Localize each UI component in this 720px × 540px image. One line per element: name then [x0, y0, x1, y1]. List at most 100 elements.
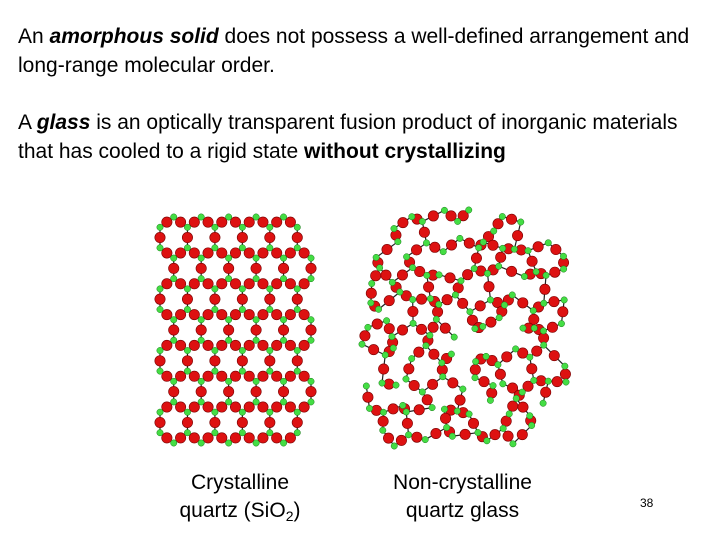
silicon-atom: [392, 381, 400, 389]
lead-word: A: [18, 111, 37, 134]
silicon-atom: [156, 285, 164, 293]
silicon-atom: [443, 424, 451, 431]
silicon-atom: [383, 317, 391, 325]
oxygen-atom: [216, 432, 228, 444]
silicon-atom: [532, 268, 540, 276]
silicon-atom: [184, 408, 191, 416]
oxygen-atom: [383, 295, 395, 307]
silicon-atom: [293, 367, 301, 375]
oxygen-atom: [284, 339, 296, 351]
silicon-atom: [368, 280, 376, 287]
oxygen-atom: [452, 282, 464, 294]
silicon-atom: [479, 238, 487, 246]
oxygen-atom: [506, 265, 518, 277]
oxygen-atom: [161, 401, 173, 413]
silicon-atom: [483, 437, 491, 445]
silicon-atom: [524, 247, 532, 255]
oxygen-atom: [175, 339, 187, 351]
oxygen-atom: [161, 216, 173, 228]
silicon-atom: [428, 404, 436, 412]
oxygen-atom: [175, 401, 187, 413]
oxygen-atom: [540, 386, 552, 398]
silicon-atom: [376, 264, 384, 272]
oxygen-atom: [271, 339, 283, 351]
oxygen-atom: [483, 281, 495, 293]
silicon-atom: [447, 350, 455, 358]
silicon-atom: [540, 299, 548, 307]
oxygen-atom: [463, 237, 475, 249]
oxygen-atom: [416, 293, 428, 305]
oxygen-atom: [257, 309, 269, 321]
oxygen-atom: [517, 401, 529, 413]
oxygen-atom: [528, 313, 540, 325]
silicon-atom: [156, 367, 164, 375]
silicon-atom: [197, 398, 205, 406]
silicon-atom: [252, 398, 260, 406]
oxygen-atom: [175, 278, 187, 290]
silicon-atom: [170, 377, 178, 385]
glass-definition: A glass is an optically transparent fusi…: [18, 108, 708, 166]
silicon-atom: [472, 358, 480, 366]
silicon-atom: [280, 275, 287, 283]
formula-subscript: 2: [285, 508, 294, 524]
oxygen-atom: [474, 300, 486, 312]
oxygen-atom: [257, 216, 269, 228]
silicon-atom: [505, 410, 513, 418]
oxygen-atom: [257, 278, 269, 290]
silicon-atom: [372, 253, 380, 261]
silicon-atom: [510, 245, 518, 253]
oxygen-atom: [423, 281, 435, 293]
silicon-atom: [197, 377, 205, 385]
oxygen-atom: [432, 306, 444, 318]
silicon-atom: [307, 275, 315, 283]
silicon-atom: [225, 254, 233, 262]
silicon-atom: [184, 429, 191, 437]
silicon-atom: [453, 407, 461, 415]
oxygen-atom: [216, 309, 228, 321]
caption-line: Crystalline: [190, 471, 290, 494]
oxygen-atom: [284, 401, 296, 413]
silicon-atom: [487, 296, 494, 304]
oxygen-atom: [517, 347, 529, 359]
oxygen-atom: [298, 309, 310, 321]
quartz-glass-network: [358, 206, 571, 450]
silicon-atom: [225, 316, 233, 324]
silicon-atom: [495, 314, 503, 322]
silicon-atom: [293, 285, 301, 293]
silicon-atom: [293, 347, 301, 354]
silicon-atom: [438, 359, 446, 367]
oxygen-atom: [188, 401, 200, 413]
silicon-atom: [238, 306, 246, 313]
oxygen-atom: [188, 370, 200, 382]
silicon-atom: [561, 362, 569, 370]
oxygen-atom: [202, 401, 214, 413]
silicon-atom: [394, 238, 402, 246]
silicon-atom: [378, 379, 386, 387]
silicon-atom: [280, 213, 287, 221]
silicon-atom: [408, 213, 416, 221]
oxygen-atom: [257, 247, 269, 259]
caption-line: Non-crystalline: [393, 471, 532, 494]
oxygen-atom: [264, 232, 276, 244]
oxygen-atom: [427, 210, 439, 222]
oxygen-atom: [502, 430, 514, 442]
silicon-atom: [252, 316, 260, 324]
silicon-atom: [211, 367, 219, 375]
silicon-atom: [562, 378, 570, 386]
silicon-atom: [517, 218, 525, 226]
silicon-atom: [156, 347, 164, 354]
oxygen-atom: [223, 324, 235, 336]
silicon-atom: [388, 333, 396, 341]
silicon-atom: [389, 344, 397, 352]
oxygen-atom: [175, 432, 187, 444]
silicon-atom: [156, 244, 164, 252]
oxygen-atom: [548, 296, 560, 308]
oxygen-atom: [428, 348, 440, 360]
silicon-atom: [358, 340, 366, 348]
oxygen-atom: [362, 391, 374, 403]
oxygen-atom: [271, 278, 283, 290]
silicon-atom: [238, 223, 246, 231]
oxygen-atom: [478, 376, 490, 388]
definition-text: does not possess a well-defined arrangem…: [18, 25, 690, 77]
oxygen-atom: [459, 428, 471, 440]
